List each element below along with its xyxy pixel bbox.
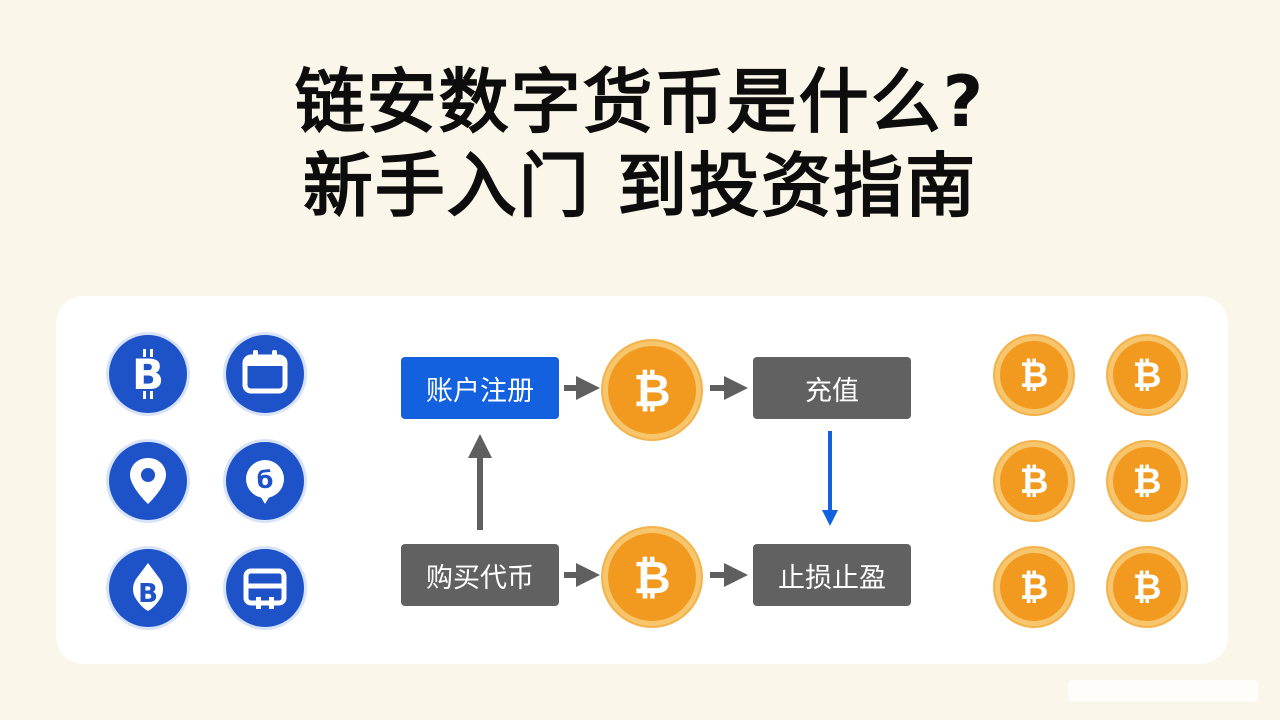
bitcoin-coin-icon: ₿	[1000, 553, 1068, 621]
bitcoin-coin-icon: ₿	[608, 346, 696, 434]
title-line-2: 新手入门 到投资指南	[302, 145, 978, 227]
deposit-box: 充值	[753, 357, 911, 419]
bitcoin-coin-icon: ₿	[1000, 447, 1068, 515]
deposit-label: 充值	[805, 375, 859, 407]
coin-chat-icon: б	[226, 442, 304, 520]
svg-text:₿: ₿	[1020, 355, 1049, 396]
svg-text:₿: ₿	[1133, 461, 1162, 502]
stop-loss-label: 止损止盈	[778, 562, 886, 594]
calendar-icon	[226, 335, 304, 413]
bitcoin-coin-icon: ₿	[1000, 341, 1068, 409]
bitcoin-icon: B	[109, 335, 187, 413]
wallet-icon	[226, 549, 304, 627]
buy-token-label: 购买代币	[426, 562, 534, 594]
diagram-card: B б B	[56, 296, 1228, 664]
svg-text:₿: ₿	[1020, 461, 1049, 502]
svg-text:₿: ₿	[1020, 567, 1049, 608]
bitcoin-coin-icon: ₿	[1113, 447, 1181, 515]
flow-arrows	[468, 376, 838, 587]
svg-text:B: B	[132, 350, 164, 399]
page-title: 链安数字货币是什么? 新手入门 到投资指南	[0, 60, 1280, 228]
register-label: 账户注册	[426, 375, 534, 407]
svg-text:б: б	[257, 466, 274, 494]
svg-text:B: B	[138, 579, 158, 609]
bitcoin-coin-icon: ₿	[1113, 553, 1181, 621]
title-line-1: 链安数字货币是什么?	[294, 61, 986, 143]
stop-loss-box: 止损止盈	[753, 544, 911, 606]
bitcoin-drop-icon: B	[109, 549, 187, 627]
bitcoin-coin-icon: ₿	[1113, 341, 1181, 409]
bitcoin-coin-icon: ₿	[608, 533, 696, 621]
register-box: 账户注册	[401, 357, 559, 419]
watermark	[1068, 680, 1258, 702]
location-pin-icon	[109, 442, 187, 520]
svg-text:₿: ₿	[633, 551, 670, 604]
svg-text:₿: ₿	[633, 364, 670, 417]
svg-text:₿: ₿	[1133, 567, 1162, 608]
buy-token-box: 购买代币	[401, 544, 559, 606]
svg-text:₿: ₿	[1133, 355, 1162, 396]
